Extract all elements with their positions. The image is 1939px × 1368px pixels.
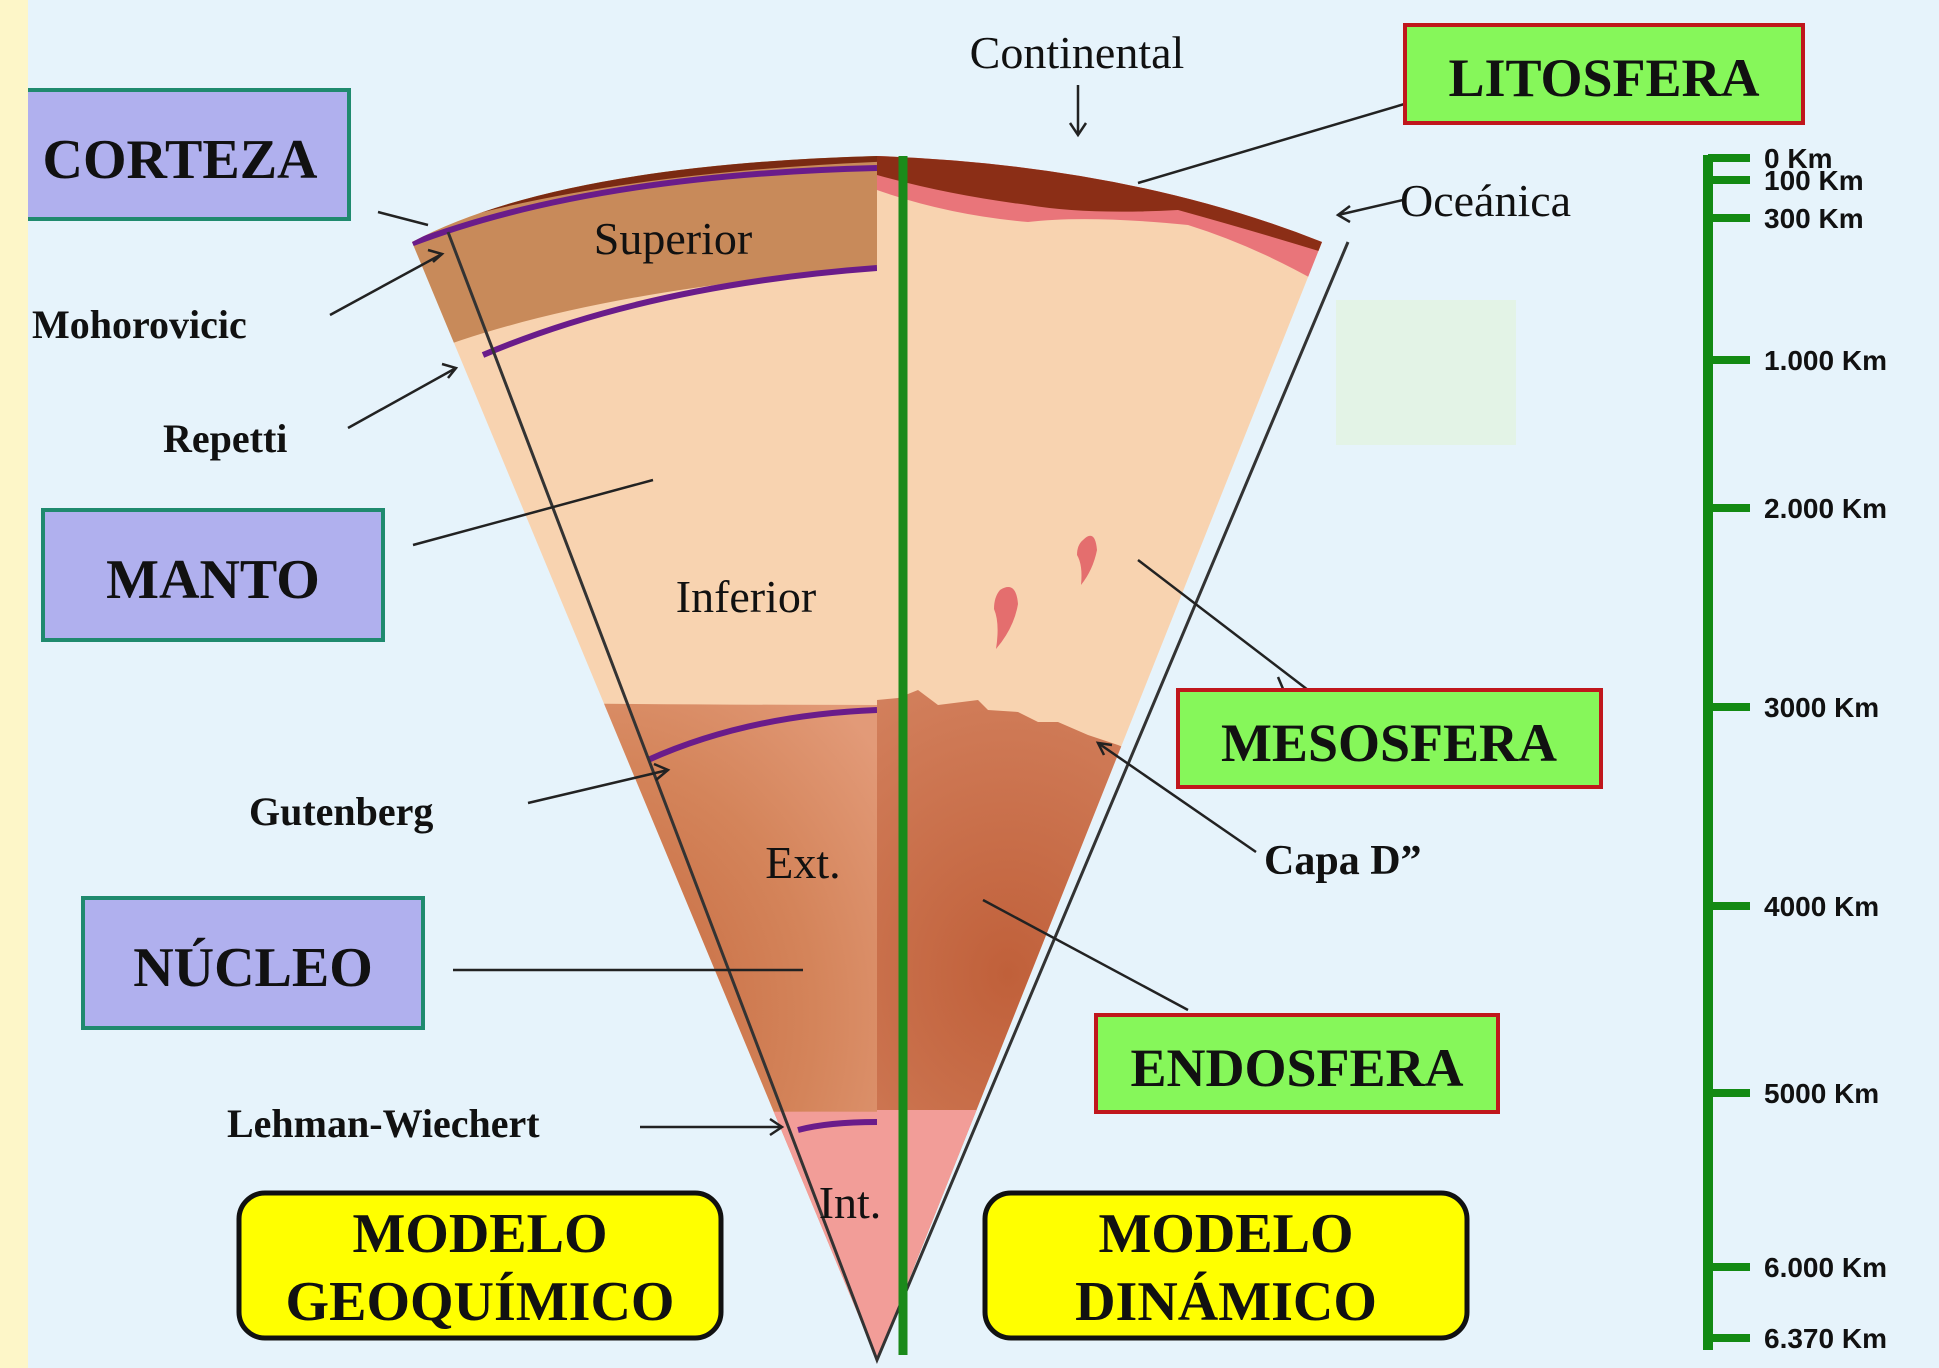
earth-layers-diagram: Superior Inferior Ext. Int. Mohorovicic … <box>28 0 1939 1368</box>
geochemical-model-line2: GEOQUÍMICO <box>286 1271 675 1333</box>
nucleo-text: NÚCLEO <box>133 937 373 999</box>
geochemical-model-line1: MODELO <box>352 1203 607 1265</box>
endosfera-box: ENDOSFERA <box>1096 1015 1498 1112</box>
scale-tick-label: 4000 Km <box>1764 891 1879 922</box>
d-layer-label: Capa D” <box>1264 838 1422 884</box>
outer-core-label: Ext. <box>765 837 840 888</box>
manto-text: MANTO <box>106 549 320 611</box>
faint-rect <box>1336 300 1516 445</box>
dynamic-model-line2: DINÁMICO <box>1075 1271 1377 1333</box>
litosfera-text: LITOSFERA <box>1448 48 1759 108</box>
mesosfera-box: MESOSFERA <box>1178 690 1601 787</box>
scale-tick-label: 2.000 Km <box>1764 493 1887 524</box>
moho-label: Mohorovicic <box>32 302 247 347</box>
manto-box: MANTO <box>43 510 383 640</box>
inner-core-label: Int. <box>819 1177 882 1228</box>
lehman-label: Lehman-Wiechert <box>227 1101 540 1146</box>
gutenberg-label: Gutenberg <box>249 789 433 834</box>
dynamic-model-box: MODELO DINÁMICO <box>985 1193 1467 1338</box>
geochemical-model-box: MODELO GEOQUÍMICO <box>239 1193 721 1338</box>
oceanic-label: Oceánica <box>1400 175 1571 226</box>
nucleo-box: NÚCLEO <box>83 898 423 1028</box>
scale-tick-label: 3000 Km <box>1764 692 1879 723</box>
inferior-label: Inferior <box>676 571 816 622</box>
litosfera-box: LITOSFERA <box>1405 25 1803 123</box>
repetti-label: Repetti <box>163 416 287 461</box>
continental-label: Continental <box>970 27 1185 78</box>
scale-tick-label: 5000 Km <box>1764 1078 1879 1109</box>
scale-tick-label: 6.370 Km <box>1764 1323 1887 1354</box>
scale-tick-label: 300 Km <box>1764 203 1864 234</box>
scale-tick-label: 6.000 Km <box>1764 1252 1887 1283</box>
dynamic-model-line1: MODELO <box>1098 1203 1353 1265</box>
scale-tick-label: 1.000 Km <box>1764 345 1887 376</box>
endosfera-text: ENDOSFERA <box>1130 1038 1463 1098</box>
diagram-stage: Superior Inferior Ext. Int. Mohorovicic … <box>28 0 1939 1368</box>
mesosfera-text: MESOSFERA <box>1221 713 1557 773</box>
superior-label: Superior <box>594 213 752 264</box>
scale-tick-label: 100 Km <box>1764 165 1864 196</box>
corteza-box: CORTEZA <box>28 90 349 219</box>
corteza-text: CORTEZA <box>43 129 319 191</box>
